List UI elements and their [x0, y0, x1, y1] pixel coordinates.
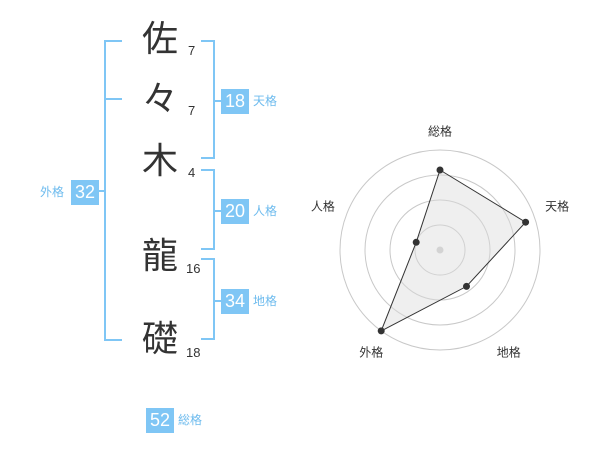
gaikaku-bracket — [104, 40, 122, 341]
jinkaku-bracket-connector — [214, 210, 221, 212]
radar-axis-label-1: 総格 — [428, 124, 452, 139]
jinkaku-label: 人格 — [253, 204, 278, 218]
chikaku-value-badge: 34 — [221, 289, 249, 314]
radar-axis-label-3: 地格 — [497, 344, 521, 359]
name-char-2: 々 — [141, 79, 178, 120]
stroke-count-5: 18 — [186, 345, 201, 360]
stroke-count-1: 7 — [188, 43, 196, 58]
chikaku-label: 地格 — [253, 294, 278, 308]
name-char-5: 礎 — [141, 319, 178, 360]
tenkaku-label: 天格 — [253, 94, 278, 108]
tenkaku-value-badge: 18 — [221, 89, 249, 114]
soukaku-value-badge: 52 — [146, 408, 174, 433]
radar-point-2 — [522, 218, 530, 226]
tenkaku-bracket — [201, 40, 215, 159]
chikaku-bracket-connector — [214, 300, 221, 302]
radar-center-dot — [436, 246, 444, 254]
radar-value-polygon — [380, 169, 527, 332]
gaikaku-bracket-connector — [97, 190, 105, 192]
radar-point-5 — [412, 238, 420, 246]
radar-point-3 — [463, 282, 470, 290]
radar-ring-3 — [364, 174, 516, 326]
radar-axis-label-2: 天格 — [545, 199, 569, 214]
tenkaku-bracket-connector — [214, 100, 221, 102]
name-char-3: 木 — [141, 141, 178, 182]
radar-ring-1 — [414, 224, 466, 276]
name-char-1: 佐 — [141, 19, 178, 60]
radar-axis-label-5: 人格 — [311, 199, 335, 214]
radar-point-1 — [436, 166, 444, 174]
name-char-4: 龍 — [141, 236, 178, 277]
gaikaku-label: 外格 — [40, 185, 65, 199]
stroke-count-4: 16 — [186, 261, 201, 276]
chikaku-bracket — [201, 258, 215, 340]
radar-axis-label-4: 外格 — [359, 344, 383, 359]
gaikaku-value-badge: 32 — [71, 180, 99, 205]
jinkaku-value-badge: 20 — [221, 199, 249, 224]
stroke-count-3: 4 — [188, 165, 196, 180]
gaikaku-bracket-tick — [104, 98, 122, 100]
jinkaku-bracket — [201, 169, 215, 250]
radar-ring-4 — [339, 149, 541, 351]
radar-point-4 — [377, 327, 385, 335]
stroke-count-2: 7 — [188, 103, 196, 118]
soukaku-label: 総格 — [178, 413, 203, 427]
